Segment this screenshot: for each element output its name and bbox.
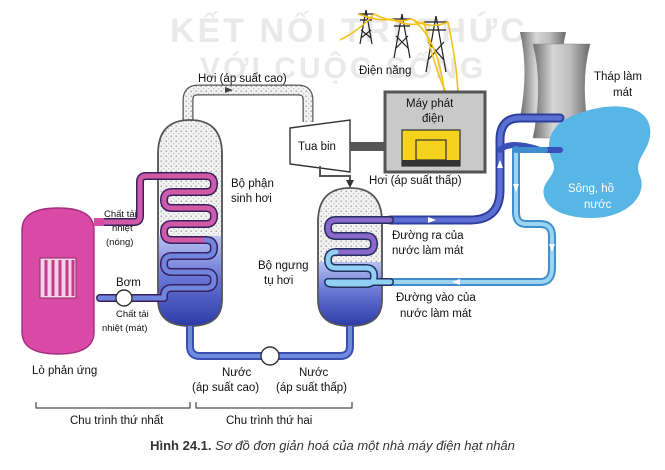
- river-lake: [543, 106, 651, 218]
- reactor-outlet: [94, 218, 104, 226]
- inlet-label-2: nước làm mát: [400, 308, 472, 320]
- generator-label-2: điện: [422, 113, 444, 125]
- water-high-label-1: Nước: [222, 367, 252, 379]
- reactor: [21, 207, 95, 355]
- steam-pipe-high: [182, 84, 314, 128]
- cold-coolant-label-1: Chất tải: [116, 309, 149, 320]
- condenser-label-1: Bộ ngưng: [258, 260, 309, 272]
- primary-coil: [96, 172, 218, 302]
- cycle1-label: Chu trình thứ nhất: [70, 415, 164, 427]
- turbine: [289, 119, 351, 173]
- water-high-label-2: (áp suất cao): [192, 382, 259, 394]
- caption-text: Sơ đồ đơn giản hoá của một nhà máy điện …: [215, 438, 515, 453]
- steam-low-arrow: [346, 180, 354, 188]
- cooling-tower-label-1: Tháp làm: [594, 71, 642, 83]
- condenser-coil: [324, 216, 394, 288]
- outlet-label-2: nước làm mát: [392, 245, 464, 257]
- generator-icon: [401, 129, 461, 167]
- steam-arrow: [225, 87, 233, 93]
- cycle-brackets: [35, 402, 353, 409]
- condenser-label-2: tụ hơi: [264, 275, 293, 287]
- power-pylons-icon: [358, 9, 448, 73]
- turbine-label: Tua bin: [298, 141, 336, 153]
- feedwater-pump-icon: [260, 346, 280, 366]
- outlet-label-1: Đường ra của: [392, 230, 464, 242]
- river-label-2: nước: [584, 199, 612, 211]
- inlet-label-1: Đường vào của: [396, 292, 476, 304]
- hot-coolant-label-1: Chất tải: [104, 209, 137, 220]
- steam-high-label: Hơi (áp suất cao): [198, 73, 287, 85]
- generator-label-1: Máy phát: [406, 98, 454, 110]
- water-low-label-1: Nước: [299, 367, 329, 379]
- flow-arrows: [428, 160, 555, 285]
- coolant-inlet-pipe: [386, 146, 556, 286]
- steam-generator-label-2: sinh hơi: [231, 193, 272, 205]
- hot-coolant-label-3: (nóng): [106, 237, 133, 248]
- pump-label: Bơm: [116, 277, 141, 289]
- cycle2-label: Chu trình thứ hai: [226, 415, 312, 427]
- cooling-tower-label-2: mát: [613, 87, 633, 99]
- caption-number: Hình 24.1.: [150, 438, 212, 453]
- hot-coolant-label-2: nhiệt: [112, 223, 133, 234]
- power-label: Điện năng: [359, 65, 411, 77]
- steam-generator-label-1: Bộ phận: [231, 178, 274, 190]
- pump-icon: [115, 289, 133, 307]
- steam-low-label: Hơi (áp suất thấp): [369, 175, 462, 187]
- river-label-1: Sông, hồ: [568, 183, 614, 195]
- cold-coolant-label-2: nhiệt (mát): [102, 323, 147, 334]
- figure-caption: Hình 24.1. Sơ đồ đơn giản hoá của một nh…: [0, 438, 665, 453]
- watermark-line1: KẾT NỐI TRI THỨC: [170, 11, 528, 50]
- water-low-label-2: (áp suất thấp): [276, 382, 347, 394]
- reactor-label: Lò phản ứng: [32, 365, 97, 377]
